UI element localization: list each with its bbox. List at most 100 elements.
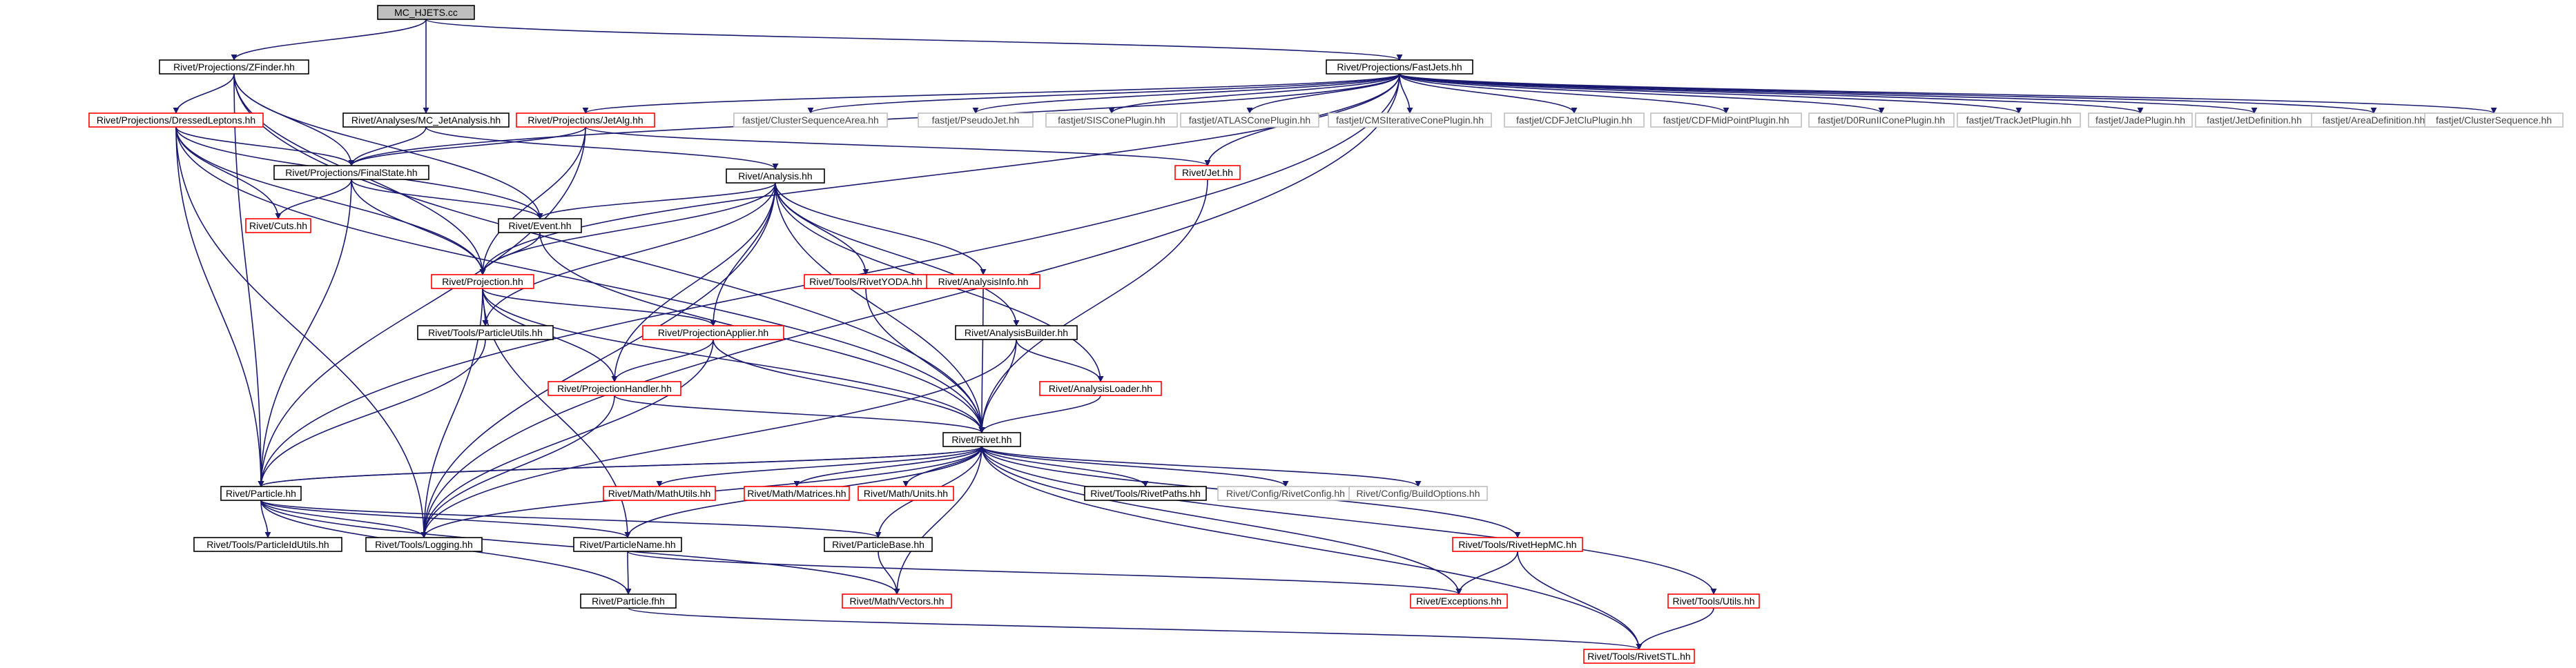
edge-fastjets-to-fj_jade <box>1399 73 2144 114</box>
node-particleutils[interactable]: Rivet/Tools/ParticleUtils.hh <box>417 325 554 340</box>
node-jetalg[interactable]: Rivet/Projections/JetAlg.hh <box>516 112 655 128</box>
node-rivetpaths[interactable]: Rivet/Tools/RivetPaths.hh <box>1084 486 1207 501</box>
node-box <box>342 112 510 128</box>
edge-line <box>611 339 714 382</box>
edge-rivetyoda-to-rivet <box>865 288 985 433</box>
node-matrices[interactable]: Rivet/Math/Matrices.hh <box>744 486 850 501</box>
edge-line <box>479 73 1400 275</box>
node-cuts[interactable]: Rivet/Cuts.hh <box>245 218 311 233</box>
node-box <box>733 112 888 128</box>
edge-line <box>656 446 982 487</box>
edge-line <box>258 179 352 487</box>
edge-projapplier-to-projhandler <box>611 339 714 382</box>
node-analysis[interactable]: Rivet/Analysis.hh <box>726 168 825 184</box>
node-logging[interactable]: Rivet/Tools/Logging.hh <box>365 537 483 552</box>
node-label: fastjet/JadePlugin.hh <box>2095 115 2185 126</box>
edge-line <box>351 179 486 275</box>
edge-line <box>260 500 271 538</box>
edge-line <box>260 500 882 538</box>
edge-line <box>275 179 352 219</box>
node-vectors[interactable]: Rivet/Math/Vectors.hh <box>842 593 952 609</box>
node-units[interactable]: Rivet/Math/Units.hh <box>858 486 954 501</box>
node-projhandler[interactable]: Rivet/ProjectionHandler.hh <box>548 381 681 396</box>
node-label: Rivet/Rivet.hh <box>951 434 1011 445</box>
node-particlefhh[interactable]: Rivet/Particle.fhh <box>580 593 677 609</box>
edge-line <box>175 126 427 538</box>
node-label: fastjet/JetDefinition.hh <box>2207 115 2302 126</box>
edge-line <box>1399 73 1730 114</box>
node-label: Rivet/Tools/Logging.hh <box>375 539 473 550</box>
node-pidutils[interactable]: Rivet/Tools/ParticleIdUtils.hh <box>193 537 342 552</box>
node-dressed[interactable]: Rivet/Projections/DressedLeptons.hh <box>88 112 264 128</box>
node-analysisinfo[interactable]: Rivet/AnalysisInfo.hh <box>926 274 1040 289</box>
node-label: Rivet/Analyses/MC_JetAnalysis.hh <box>351 115 501 126</box>
edge-line <box>425 126 779 170</box>
edge-line <box>1399 73 2497 114</box>
node-exceptions[interactable]: Rivet/Exceptions.hh <box>1410 593 1508 609</box>
node-rivetstl[interactable]: Rivet/Tools/RivetSTL.hh <box>1583 649 1695 664</box>
node-rivet[interactable]: Rivet/Rivet.hh <box>942 432 1021 447</box>
node-box <box>365 537 483 552</box>
edge-line <box>981 446 1717 595</box>
node-mc_hjets[interactable]: MC_HJETS.cc <box>377 5 475 20</box>
edge-mcjet-to-analysis <box>425 126 779 170</box>
edge-line <box>865 288 985 433</box>
edge-line <box>175 126 355 166</box>
edge-zfinder-to-particle <box>233 73 264 487</box>
edge-anabuilder-to-rivet <box>978 339 1017 433</box>
node-label: fastjet/ATLASConePlugin.hh <box>1189 115 1310 126</box>
node-box <box>842 593 952 609</box>
edge-rivet-to-matrices <box>793 446 982 487</box>
edge-finalstate-to-event <box>351 179 543 219</box>
edge-line <box>627 551 1462 595</box>
edge-mc_hjets-to-zfinder <box>231 19 427 61</box>
node-mathutils[interactable]: Rivet/Math/MathUtils.hh <box>603 486 716 501</box>
edge-line <box>1399 73 2144 114</box>
node-label: Rivet/Tools/ParticleIdUtils.hh <box>206 539 329 550</box>
node-particlename[interactable]: Rivet/ParticleName.hh <box>573 537 682 552</box>
edge-line <box>775 182 987 275</box>
node-rivetyoda[interactable]: Rivet/Tools/RivetYODA.hh <box>804 274 928 289</box>
node-projapplier[interactable]: Rivet/ProjectionApplier.hh <box>642 325 784 340</box>
node-box <box>273 165 429 180</box>
edge-fastjets-to-fj_jetdef <box>1399 73 2258 114</box>
node-label: Rivet/ProjectionApplier.hh <box>658 327 768 338</box>
node-particle[interactable]: Rivet/Particle.hh <box>220 486 302 501</box>
node-box <box>642 325 784 340</box>
edge-analysis-to-logging <box>420 182 776 538</box>
edge-line <box>173 73 235 114</box>
node-mcjet[interactable]: Rivet/Analyses/MC_JetAnalysis.hh <box>342 112 510 128</box>
edge-line <box>978 395 1101 433</box>
edge-particle-to-particlename <box>260 500 631 538</box>
edge-fastjets-to-fj_sis <box>1108 73 1400 114</box>
node-finalstate[interactable]: Rivet/Projections/FinalState.hh <box>273 165 429 180</box>
edge-fastjets-to-fj_d0 <box>1399 73 1885 114</box>
edge-line <box>420 73 1400 538</box>
edge-analysis-to-event <box>536 182 776 219</box>
node-analoader[interactable]: Rivet/AnalysisLoader.hh <box>1039 381 1162 396</box>
node-label: fastjet/ClusterSequence.hh <box>2436 115 2552 126</box>
node-box <box>1452 537 1583 552</box>
edge-rivet-to-vectors <box>893 446 982 595</box>
node-label: fastjet/ClusterSequenceArea.hh <box>742 115 879 126</box>
edge-particle-to-particlebase <box>260 500 882 538</box>
node-particlebase[interactable]: Rivet/ParticleBase.hh <box>824 537 933 552</box>
node-fastjets[interactable]: Rivet/Projections/FastJets.hh <box>1326 59 1473 75</box>
node-toolsutils[interactable]: Rivet/Tools/Utils.hh <box>1667 593 1760 609</box>
node-event[interactable]: Rivet/Event.hh <box>498 218 582 233</box>
edge-line <box>536 182 776 219</box>
node-zfinder[interactable]: Rivet/Projections/ZFinder.hh <box>159 59 309 75</box>
node-buildoptions: Rivet/Config/BuildOptions.hh <box>1348 486 1488 501</box>
edge-line <box>420 182 776 538</box>
edge-dressed-to-projection <box>175 126 486 275</box>
edge-line <box>1016 339 1104 382</box>
node-anabuilder[interactable]: Rivet/AnalysisBuilder.hh <box>955 325 1078 340</box>
edge-line <box>420 339 1017 538</box>
edge-line <box>893 446 982 595</box>
node-label: fastjet/TrackJetPlugin.hh <box>1966 115 2072 126</box>
node-projection[interactable]: Rivet/Projection.hh <box>431 274 534 289</box>
edge-analysis-to-analysisinfo <box>775 182 987 275</box>
node-rivethepmc[interactable]: Rivet/Tools/RivetHepMC.hh <box>1452 537 1583 552</box>
edge-line <box>1399 73 1413 114</box>
node-jet[interactable]: Rivet/Jet.hh <box>1174 165 1241 180</box>
